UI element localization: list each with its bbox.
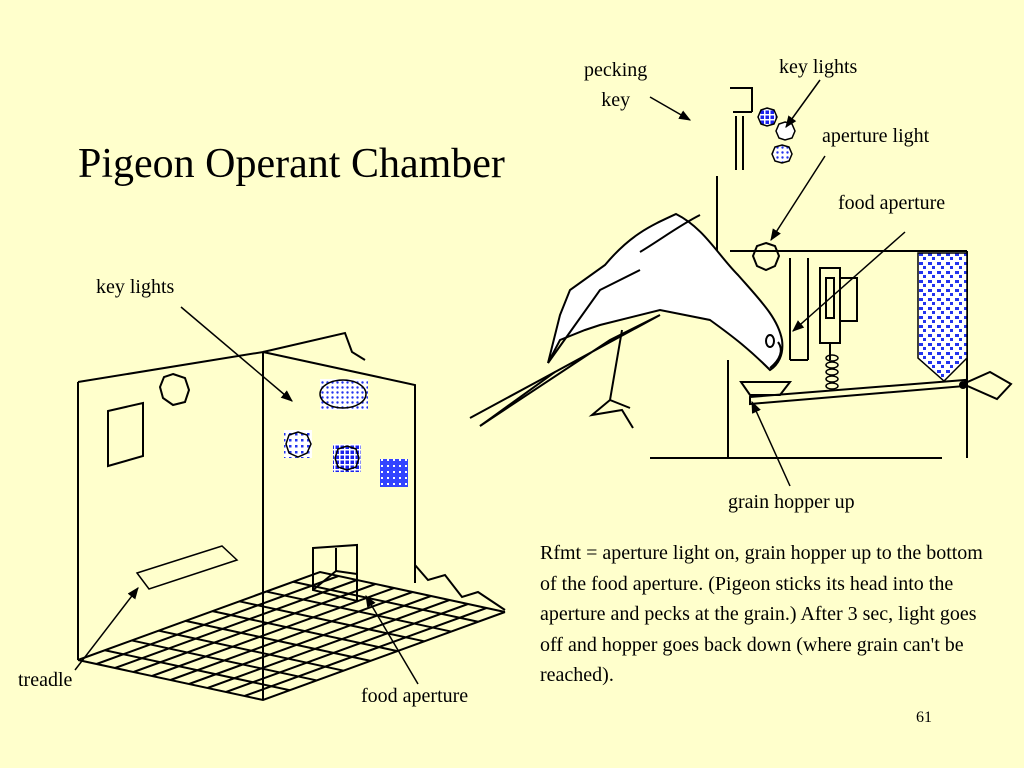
arrow-key-lights-right (785, 79, 821, 128)
aperture-light-right (751, 241, 781, 272)
arrow-food-aperture-right (792, 231, 906, 332)
floor-grid-line (188, 595, 432, 685)
reinforcement-description: Rfmt = aperture light on, grain hopper u… (540, 542, 983, 686)
label-aperture-light: aperture light (822, 125, 930, 147)
label-grain-hopper-up: grain hopper up (728, 491, 855, 513)
hopper-pivot (959, 381, 967, 389)
hopper-spring (825, 354, 839, 390)
floor-grid-line (151, 587, 395, 677)
arrow-treadle (74, 587, 139, 671)
floor-grid-line (207, 599, 450, 689)
hopper-solenoid (819, 267, 858, 360)
label-food-aperture-right: food aperture (838, 192, 946, 214)
arrow-grain-hopper-up (751, 400, 791, 487)
grain-reservoir (917, 252, 968, 383)
label-key-lights-right: key lights (779, 56, 858, 78)
key-light-4 (380, 459, 408, 487)
label-treadle: treadle (18, 669, 73, 691)
floor-grid-line (225, 603, 469, 693)
label-key-lights-left: key lights (96, 276, 175, 298)
aperture-light-left (158, 372, 191, 407)
key-light-3 (334, 445, 360, 471)
key-light-2 (285, 431, 312, 458)
label-food-aperture-left: food aperture (361, 685, 469, 707)
key-light-r1 (757, 107, 778, 127)
floor-grid-edge (77, 570, 506, 661)
food-aperture-left (312, 543, 358, 603)
key-light-r2 (775, 121, 796, 141)
key-light-1 (319, 379, 367, 409)
arrow-key-lights-left (180, 306, 293, 402)
floor-grid-line (244, 607, 487, 697)
grain-hopper (739, 370, 1013, 406)
food-aperture-frame (789, 258, 809, 361)
floor-grid-line (170, 591, 413, 681)
pigeon (469, 212, 784, 429)
arrow-aperture-light (770, 155, 826, 242)
left-wall-panel (107, 401, 144, 468)
arrow-pecking-key (649, 96, 692, 121)
floor-grid (77, 570, 506, 697)
floor-grid-line (96, 575, 339, 665)
key-light-r3 (771, 144, 793, 164)
page-number: 61 (916, 709, 932, 726)
floor-grid-line (133, 583, 376, 673)
key-light-square-2 (284, 430, 312, 458)
pecking-key-assembly (730, 87, 753, 170)
chamber-box (77, 331, 506, 702)
label-pecking-key: pecking key (584, 59, 648, 111)
treadle-plate (135, 545, 239, 590)
arrow-food-aperture-left (365, 594, 419, 685)
slide-title: Pigeon Operant Chamber (78, 141, 505, 187)
floor-grid-line (114, 579, 358, 669)
